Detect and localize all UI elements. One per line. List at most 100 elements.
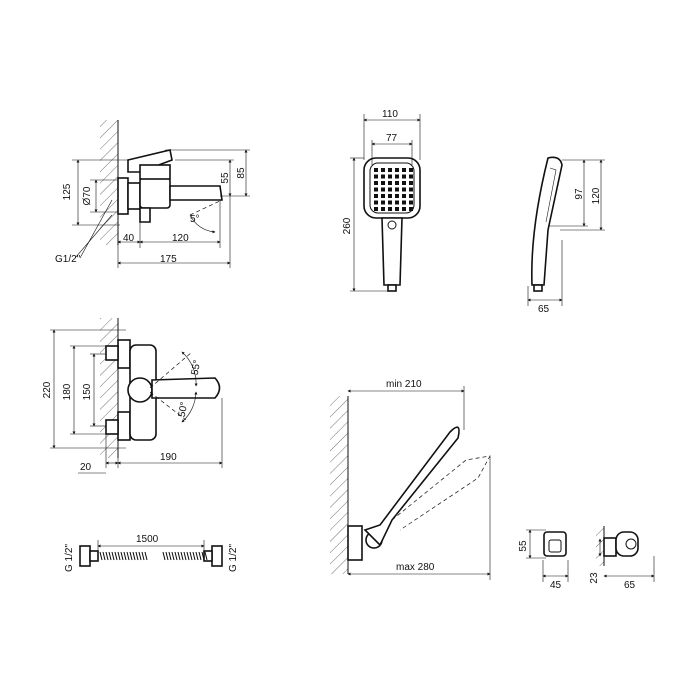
- nozzle: [395, 181, 399, 185]
- spout: [169, 185, 223, 201]
- hose-coil: [171, 551, 175, 561]
- dim-150: 150: [82, 383, 93, 400]
- hose-coil: [165, 551, 169, 561]
- nozzle: [381, 174, 385, 179]
- mixer-front-spout: [151, 377, 221, 399]
- dim-1500: 1500: [136, 534, 159, 545]
- nozzle: [409, 187, 413, 192]
- dim-180: 180: [62, 383, 73, 400]
- nozzle: [388, 194, 392, 198]
- hose-coil: [198, 551, 202, 561]
- nozzle: [388, 181, 392, 185]
- dim-65b: 65: [624, 580, 636, 591]
- shower-held: [363, 426, 460, 547]
- nozzle: [395, 187, 399, 192]
- nozzle: [374, 187, 378, 192]
- hose-coil: [117, 551, 121, 561]
- hose-coil: [135, 551, 139, 561]
- nozzle: [409, 207, 413, 211]
- dim-70: Ø70: [82, 186, 93, 205]
- holder-side: 23 65: [589, 526, 655, 591]
- dim-5deg: 5°: [190, 214, 200, 225]
- g12-label-b: G 1/2": [64, 544, 75, 572]
- nozzle: [381, 187, 385, 192]
- dim-40: 40: [123, 233, 135, 244]
- hose-coil: [114, 551, 118, 561]
- nozzle: [374, 207, 378, 211]
- hose-coil: [204, 551, 208, 561]
- hose-coil: [186, 551, 190, 561]
- dim-55b: 55: [518, 540, 529, 552]
- dim-max280: max 280: [396, 562, 435, 573]
- nozzle: [388, 174, 392, 179]
- dim-110: 110: [382, 109, 398, 120]
- nozzle: [402, 200, 406, 205]
- nozzle: [381, 200, 385, 205]
- nozzle: [395, 194, 399, 198]
- hand-shower-side: 97 120 65: [527, 156, 605, 315]
- hose-coil: [102, 551, 106, 561]
- dim-77: 77: [386, 133, 398, 144]
- dim-120a: 120: [172, 233, 189, 244]
- nozzle: [409, 194, 413, 198]
- dim-23: 23: [589, 572, 600, 584]
- dim-55deg: 55°: [190, 359, 203, 376]
- hose-coil: [180, 551, 184, 561]
- nozzle: [388, 200, 392, 205]
- hose-coil: [201, 551, 205, 561]
- nozzle: [374, 168, 378, 172]
- hose-coil: [195, 551, 199, 561]
- hose-coil: [123, 551, 127, 561]
- hose-coil: [183, 551, 187, 561]
- nozzle: [395, 200, 399, 205]
- nozzle: [388, 168, 392, 172]
- nozzle: [374, 200, 378, 205]
- nozzle: [381, 181, 385, 185]
- hose-coil: [108, 551, 112, 561]
- mixer-body: [139, 177, 171, 209]
- wall-hatch-2: [100, 318, 118, 458]
- hose-coil: [105, 551, 109, 561]
- nozzle: [409, 168, 413, 172]
- dim-97: 97: [574, 188, 585, 200]
- nozzle: [409, 200, 413, 205]
- g12-label-c: G 1/2": [228, 544, 239, 572]
- shower-side-body: [531, 156, 563, 286]
- nozzle: [381, 207, 385, 211]
- nozzle: [402, 194, 406, 198]
- hose-coil: [174, 551, 178, 561]
- dim-220: 220: [42, 381, 53, 398]
- hand-shower-front: 110 77 260: [342, 109, 421, 292]
- hose-coil: [111, 551, 115, 561]
- hose-coil: [132, 551, 136, 561]
- nozzle: [381, 168, 385, 172]
- nozzle: [402, 207, 406, 211]
- dim-45: 45: [550, 580, 562, 591]
- dim-20: 20: [80, 462, 92, 473]
- nozzle: [395, 207, 399, 211]
- dim-190: 190: [160, 452, 177, 463]
- nozzle-grid: [374, 168, 413, 211]
- nozzle: [374, 174, 378, 179]
- nozzle: [402, 181, 406, 185]
- shower-handle: [381, 217, 403, 286]
- nozzle: [374, 181, 378, 185]
- hose-coil: [99, 551, 103, 561]
- hose-coil: [189, 551, 193, 561]
- nozzle: [395, 168, 399, 172]
- nozzle: [395, 174, 399, 179]
- hose-coil: [126, 551, 130, 561]
- nozzle: [402, 174, 406, 179]
- nozzle: [388, 187, 392, 192]
- dim-85: 85: [236, 167, 247, 179]
- dim-120b: 120: [591, 187, 602, 204]
- hose-coil: [138, 551, 142, 561]
- hose-coil: [168, 551, 172, 561]
- hose-view: 1500 G 1/2" G 1/2": [64, 534, 239, 572]
- hose-coils: [99, 551, 208, 561]
- nozzle: [409, 181, 413, 185]
- mixer-side-view: G1/2" 125 Ø70 55 85 5° 40 120 175: [55, 120, 250, 268]
- nozzle: [402, 187, 406, 192]
- dim-65a: 65: [538, 304, 550, 315]
